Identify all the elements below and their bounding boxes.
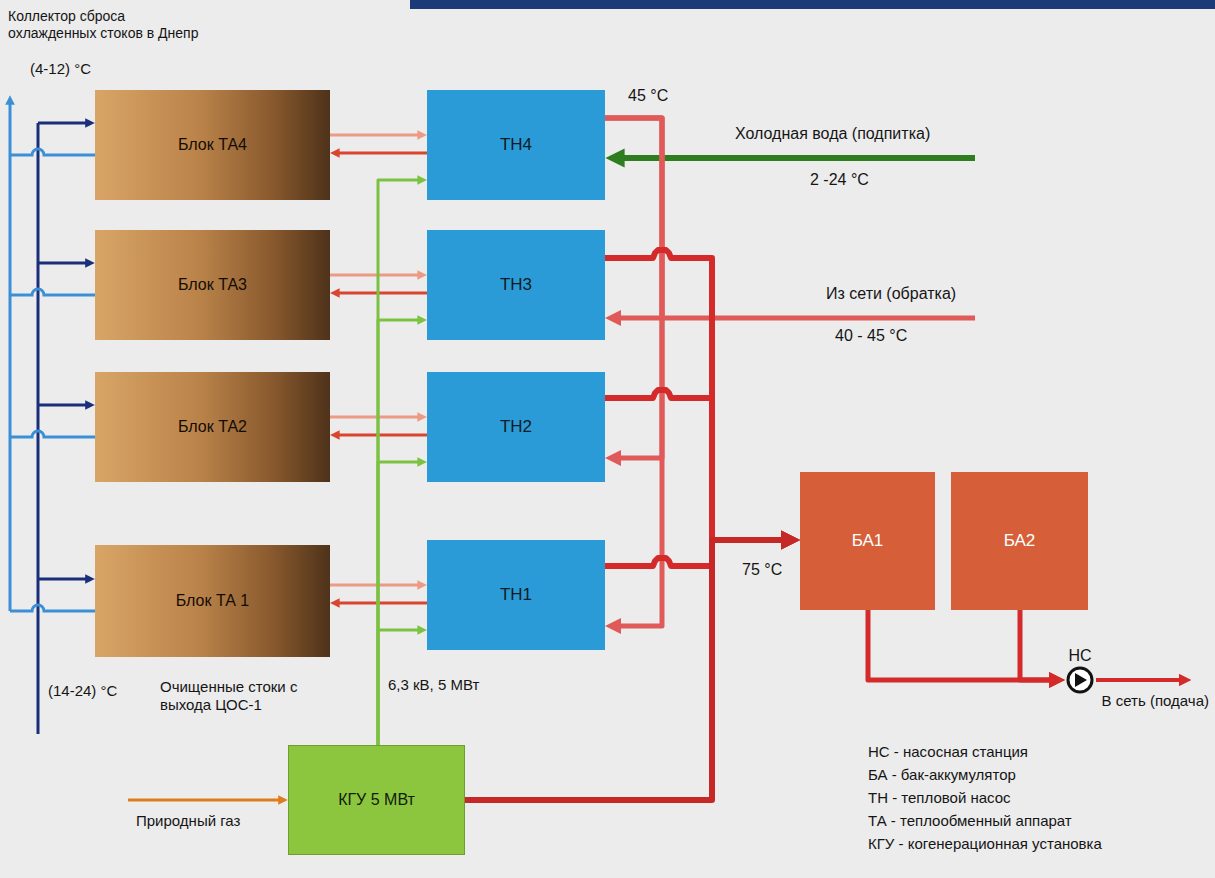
- flow-connector: [330, 134, 422, 137]
- flow-connector: [335, 602, 427, 605]
- discharge-collector: [9, 100, 12, 611]
- annotation-label: 2 -24 °C: [810, 170, 869, 189]
- chp-unit: КГУ 5 МВт: [288, 745, 465, 855]
- annotation-label: Холодная вода (подпитка): [735, 124, 930, 143]
- effluent-supply-pipe: [37, 123, 40, 734]
- flow-connector: [330, 584, 422, 587]
- makeup-water-pipe: [615, 155, 975, 161]
- heat-exchanger-block: Блок ТА3: [95, 230, 330, 340]
- heat-pump-box: ТН3: [427, 230, 605, 340]
- flow-connector: [605, 390, 790, 540]
- flow-connector: [378, 462, 422, 745]
- discharge-branch: [10, 289, 95, 295]
- annotation-label: (14-24) °C: [48, 682, 117, 700]
- storage-tank: БА2: [951, 472, 1088, 610]
- node-label: ТН2: [500, 417, 532, 437]
- annotation-label: Природный газ: [136, 812, 240, 830]
- discharge-branch: [10, 149, 95, 155]
- flow-connector: [335, 434, 427, 437]
- pump-station: НС: [1065, 646, 1095, 694]
- connector-group: [330, 118, 1057, 800]
- node-label: ТН1: [500, 585, 532, 605]
- storage-tank: БА1: [800, 472, 935, 610]
- node-label: Блок ТА3: [178, 275, 247, 294]
- flow-connector: [605, 118, 662, 458]
- flow-connector: [605, 250, 790, 540]
- discharge-branch: [10, 431, 95, 437]
- node-label: ТН4: [500, 135, 532, 155]
- node-label: Блок ТА 1: [176, 591, 249, 610]
- effluent-branch: [38, 404, 90, 407]
- effluent-branch: [38, 122, 90, 125]
- node-label: БА1: [852, 531, 884, 551]
- flow-connector: [335, 152, 427, 155]
- annotation-label: (4-12) °C: [30, 60, 91, 78]
- effluent-branch: [38, 262, 90, 265]
- heat-pump-box: ТН1: [427, 540, 605, 650]
- node-label: ТН3: [500, 275, 532, 295]
- node-label: БА2: [1004, 531, 1036, 551]
- annotation-label: В сеть (подача): [1102, 692, 1209, 710]
- annotation-label: Очищенные стоки с выхода ЦОС-1: [160, 678, 300, 714]
- node-label: КГУ 5 МВт: [338, 790, 415, 809]
- heat-pump-box: ТН2: [427, 372, 605, 482]
- pump-circle: [1068, 668, 1092, 692]
- flow-connector: [1020, 610, 1057, 680]
- flow-connector: [378, 180, 422, 745]
- flow-connector: [330, 274, 422, 277]
- node-label: Блок ТА4: [178, 135, 247, 154]
- node-label: Блок ТА2: [178, 417, 247, 436]
- annotation-label: 40 - 45 °C: [835, 326, 907, 345]
- annotation-label: Из сети (обратка): [826, 284, 956, 303]
- flow-connector: [335, 292, 427, 295]
- pump-symbol: [1065, 666, 1095, 694]
- flow-connector: [330, 416, 422, 419]
- heat-exchanger-block: Блок ТА 1: [95, 545, 330, 657]
- pump-triangle: [1075, 673, 1087, 687]
- header-band: [410, 0, 1215, 9]
- node-label: НС: [1068, 646, 1091, 666]
- annotation-label: Коллектор сброса охлажденных стоков в Дн…: [8, 8, 208, 42]
- heat-pump-box: ТН4: [427, 90, 605, 200]
- annotation-label: 75 °C: [742, 560, 782, 579]
- discharge-branch: [10, 605, 95, 611]
- flow-connector: [868, 610, 1057, 680]
- supply-pipe: [1096, 678, 1185, 682]
- effluent-branch: [38, 578, 90, 581]
- annotation-label: 6,3 кВ, 5 МВт: [388, 676, 479, 694]
- flow-connector: [605, 118, 662, 318]
- flow-connector: [605, 118, 662, 626]
- heat-exchanger-block: Блок ТА2: [95, 372, 330, 482]
- gas-pipe: [128, 799, 283, 802]
- annotation-label: 45 °C: [628, 86, 668, 105]
- heat-exchanger-block: Блок ТА4: [95, 90, 330, 200]
